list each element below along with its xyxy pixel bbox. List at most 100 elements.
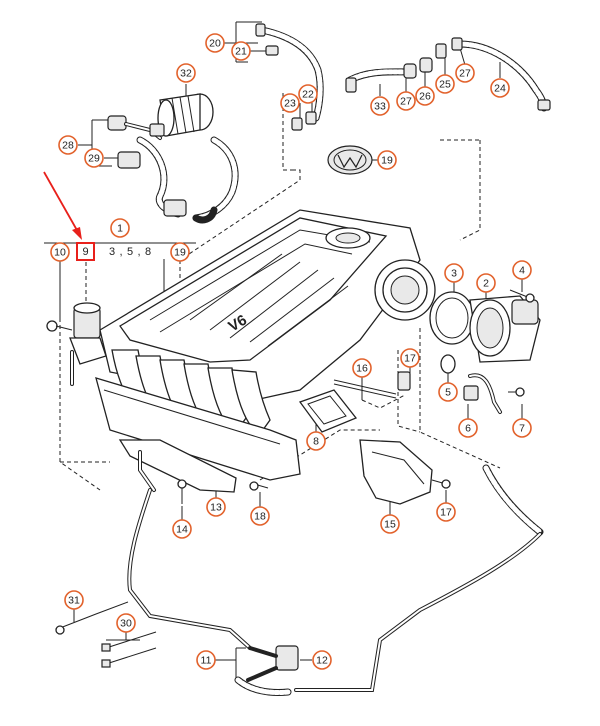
callout-c15: 15 <box>380 514 400 534</box>
callout-number: 16 <box>356 363 368 375</box>
callout-ring <box>170 242 190 262</box>
callout-ring <box>58 135 78 155</box>
callout-number: 15 <box>384 519 396 531</box>
callout-number: 28 <box>62 140 74 152</box>
callout-c13: 13 <box>206 497 226 517</box>
callout-c3: 3 <box>444 263 464 283</box>
callout-c6: 6 <box>458 418 478 438</box>
callout-ring <box>476 273 496 293</box>
callout-number: 23 <box>284 98 296 110</box>
callout-number: 33 <box>374 101 386 113</box>
callout-ring <box>396 91 416 111</box>
callout-c23: 23 <box>280 93 300 113</box>
callout-ring <box>436 502 456 522</box>
callout-number: 7 <box>519 423 525 435</box>
callout-c25: 25 <box>435 74 455 94</box>
callout-number: 6 <box>465 423 471 435</box>
callout-number: 18 <box>254 511 266 523</box>
group-item-5: 5 <box>127 246 133 258</box>
callout-number: 19 <box>174 247 186 259</box>
callout-c2: 2 <box>476 273 496 293</box>
callout-c17a: 17 <box>400 348 420 368</box>
callout-c30: 30 <box>116 613 136 633</box>
callout-number: 20 <box>209 38 221 50</box>
callout-number: 2 <box>483 278 489 290</box>
callout-c33: 33 <box>370 96 390 116</box>
callout-c21: 21 <box>231 41 251 61</box>
callout-ring <box>438 382 458 402</box>
callout-number: 32 <box>180 68 192 80</box>
lower-parts <box>55 439 544 696</box>
callout-number: 3 <box>451 268 457 280</box>
callout-number: 22 <box>302 89 314 101</box>
callout-c18: 18 <box>250 506 270 526</box>
callout-ring <box>400 348 420 368</box>
callout-ring <box>250 506 270 526</box>
callout-ring <box>455 63 475 83</box>
callout-c28: 28 <box>58 135 78 155</box>
callout-c17b: 17 <box>436 502 456 522</box>
callout-c16: 16 <box>352 358 372 378</box>
callout-ring <box>280 93 300 113</box>
callout-c4: 4 <box>512 260 532 280</box>
callout-number: 27 <box>459 68 471 80</box>
callout-c7: 7 <box>512 418 532 438</box>
callout-ring <box>458 418 478 438</box>
group-item-8: 8 <box>145 246 151 258</box>
callout-c24: 24 <box>490 78 510 98</box>
callout-number: 8 <box>313 436 319 448</box>
callout-c1: 1 <box>110 218 130 238</box>
left-side-parts <box>46 302 107 386</box>
callout-ring <box>512 418 532 438</box>
highlight-arrow <box>43 171 82 240</box>
callout-number: 13 <box>210 502 222 514</box>
group-separator-1: , <box>119 246 122 258</box>
callout-c31: 31 <box>64 590 84 610</box>
callout-number: 25 <box>439 79 451 91</box>
group-item-3: 3 <box>109 246 115 258</box>
callout-ring <box>50 242 70 262</box>
callout-c32: 32 <box>176 63 196 83</box>
callout-ring <box>490 78 510 98</box>
callout-number: 27 <box>400 96 412 108</box>
callout-number: 17 <box>404 353 416 365</box>
group-separator-2: , <box>137 246 140 258</box>
intake-manifold: V6 <box>95 209 436 481</box>
callout-c10: 10 <box>50 242 70 262</box>
callout-ring <box>377 150 397 170</box>
callout-c14: 14 <box>172 519 192 539</box>
callout-c19b: 19 <box>170 242 190 262</box>
callout-ring <box>298 84 318 104</box>
highlight-box <box>76 242 95 261</box>
callout-ring <box>352 358 372 378</box>
callout-ring <box>380 514 400 534</box>
callout-c11: 11 <box>196 650 216 670</box>
callout-ring <box>110 218 130 238</box>
callout-ring <box>312 650 332 670</box>
callout-ring <box>205 33 225 53</box>
callout-number: 30 <box>120 618 132 630</box>
callout-ring <box>84 148 104 168</box>
callout-c20: 20 <box>205 33 225 53</box>
v6-badge: V6 <box>226 312 250 336</box>
group-label-row: 9 3 , 5 , 8 <box>76 242 151 261</box>
callout-number: 19 <box>381 155 393 167</box>
callout-number: 17 <box>440 507 452 519</box>
callout-c29: 29 <box>84 148 104 168</box>
callout-ring <box>370 96 390 116</box>
highlighted-part-number: 9 <box>82 246 88 258</box>
callout-number: 26 <box>419 91 431 103</box>
callout-number: 12 <box>316 655 328 667</box>
callout-ring <box>196 650 216 670</box>
callout-c27b: 27 <box>455 63 475 83</box>
callout-c8: 8 <box>306 431 326 451</box>
callout-ring <box>306 431 326 451</box>
throttle-body-parts <box>298 289 541 433</box>
callout-number: 14 <box>176 524 188 536</box>
callout-ring <box>415 86 435 106</box>
small-fittings-top <box>255 23 551 131</box>
callout-number: 5 <box>445 387 451 399</box>
callout-number: 4 <box>519 265 525 277</box>
